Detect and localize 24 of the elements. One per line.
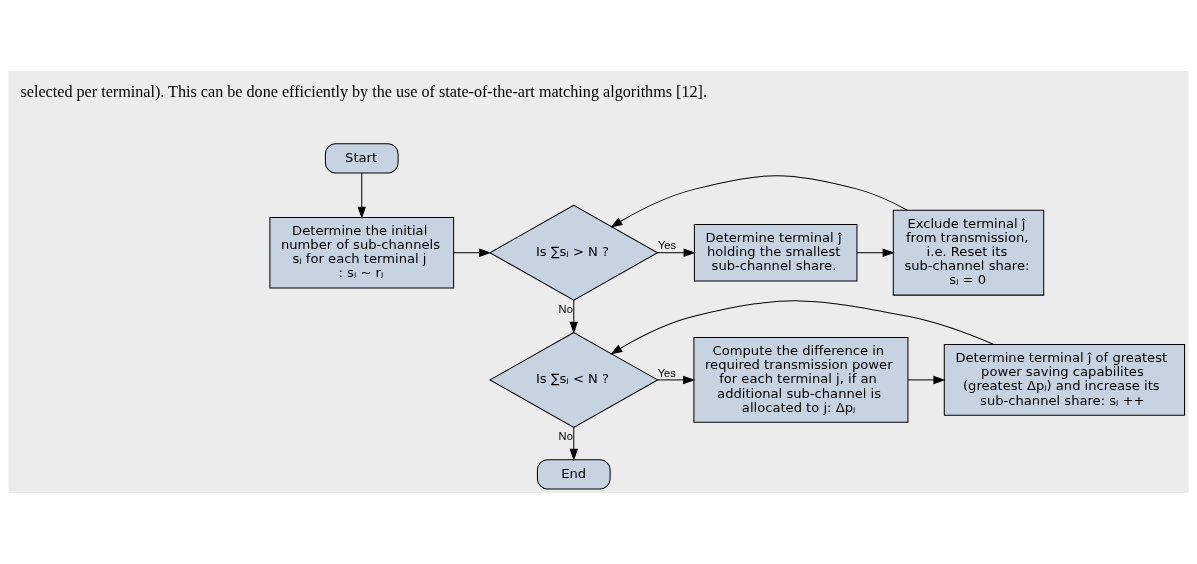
edge-label: Yes <box>657 239 677 252</box>
node-box: Determine terminal ĵ of greatest power saving capabilites (greatest Δpⱼ) and increase its sub-channel share: sⱼ ++ <box>943 344 1186 416</box>
edge-label: Yes <box>657 366 676 379</box>
node-diamond: Is ∑sⱼ < N ? <box>488 331 659 428</box>
arrow <box>657 248 696 257</box>
node-box: Determine terminal ĵ holding the smallest sub-channel share. <box>693 223 858 282</box>
edge-label: No <box>558 430 573 442</box>
node-box: Exclude terminal ĵ from transmission, i.e. Reset its sub-channel share: sⱼ = 0 <box>892 209 1045 296</box>
arrow <box>453 248 492 257</box>
arrow <box>610 300 995 355</box>
arrow <box>357 172 366 219</box>
node-diamond: Is ∑sⱼ > N ? <box>488 204 659 301</box>
node-box: Compute the difference in required transmission power for each terminal j, if an additional sub-channel is allocated to j: Δpⱼ <box>693 337 909 423</box>
label: selected per terminal). This can be done efficiently by the use of state-of-the-art matching algorithms [12]. <box>20 83 708 101</box>
arrow <box>569 426 578 461</box>
node-box: Determine the initial number of sub-channels sⱼ for each terminal j : sⱼ ~ rⱼ <box>269 216 455 289</box>
arrow <box>856 248 895 257</box>
arrow <box>569 299 578 334</box>
arrow <box>657 375 696 385</box>
edge-label: No <box>558 302 573 315</box>
node-box: End <box>536 459 611 490</box>
arrow <box>907 375 946 385</box>
node-box: Start <box>324 143 399 174</box>
arrow <box>610 175 908 228</box>
